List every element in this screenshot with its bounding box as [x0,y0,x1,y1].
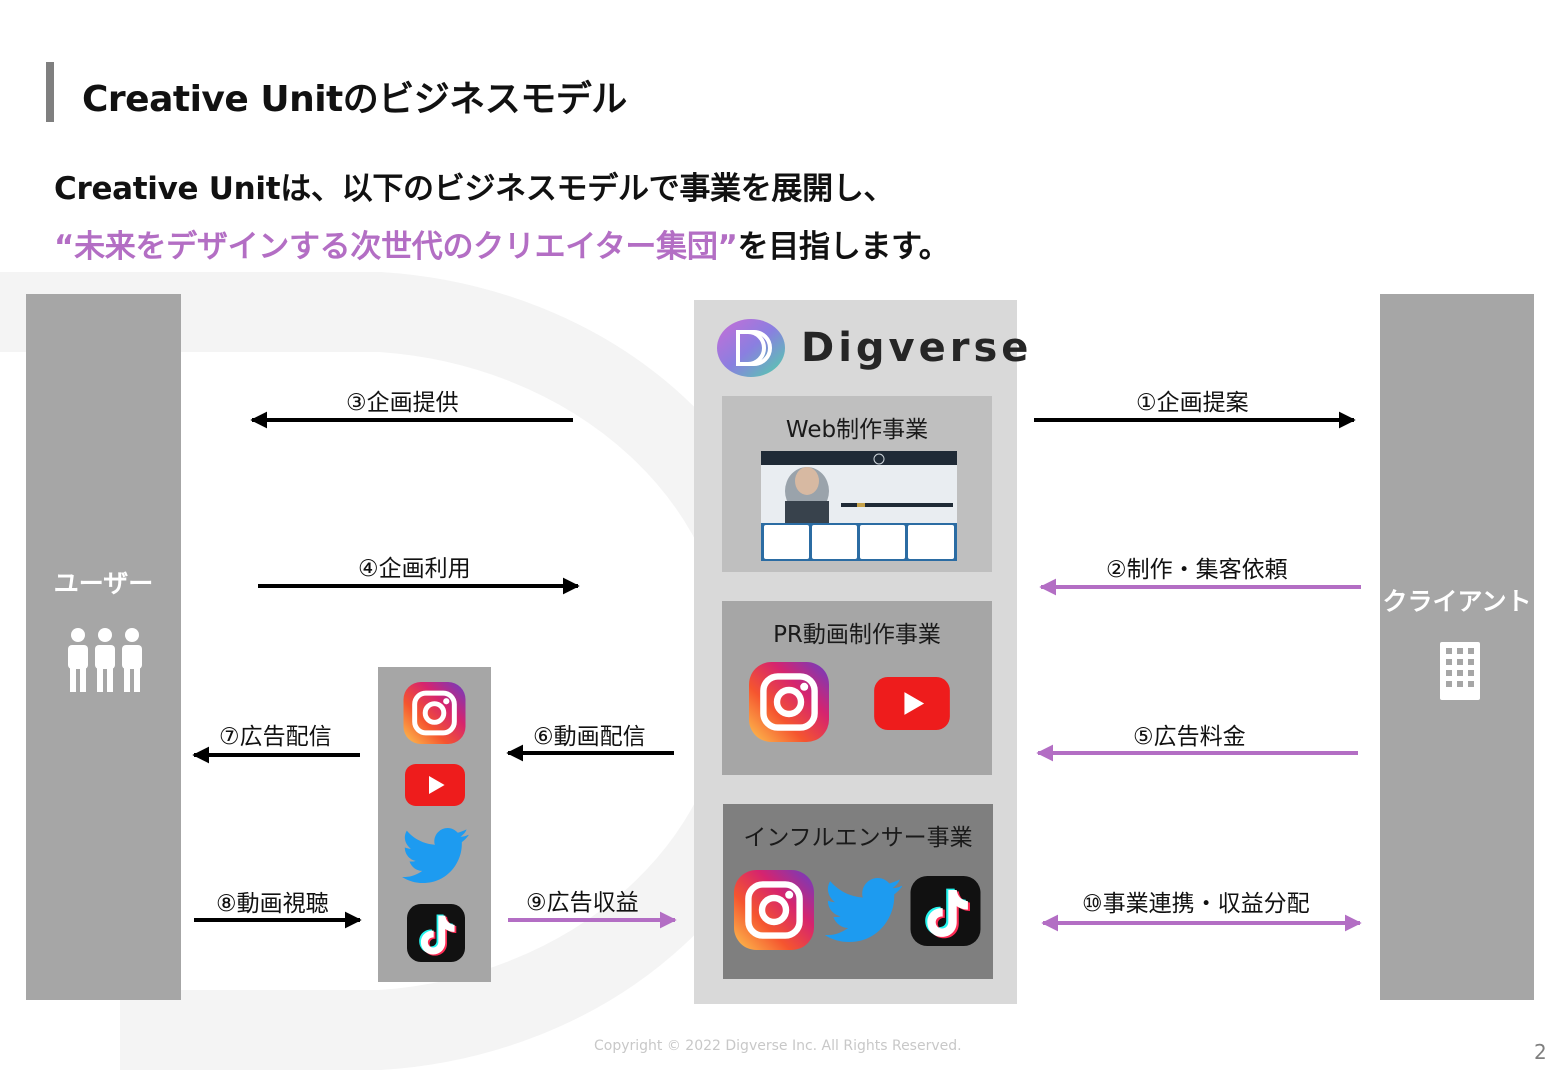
title-accent-bar [46,62,54,122]
flow-label-f10: ⑩事業連携・収益分配 [1082,891,1310,917]
flow-label-f1: ①企画提案 [1136,390,1249,416]
youtube-icon [405,764,465,806]
flow-label-f4: ④企画利用 [358,556,471,582]
flow-label-f9: ⑨広告収益 [526,890,639,916]
tiktok-icon [407,904,465,962]
flow-label-f2: ②制作・集客依頼 [1106,557,1288,583]
twitter-icon [402,828,469,883]
flow-label-f3: ③企画提供 [346,390,459,416]
intro-line-2: “未来をデザインする次世代のクリエイター集団”を目指します。 [54,218,950,276]
page-title: Creative Unitのビジネスモデル [82,79,627,120]
youtube-icon [874,677,950,730]
flow-label-f7: ⑦広告配信 [219,724,332,750]
website-screenshot-graphic [761,451,957,561]
instagram-icon [731,870,817,950]
page-number: 2 [1534,1040,1547,1064]
instagram-icon [746,662,832,742]
twitter-icon [824,878,903,942]
client-column: クライアント [1380,294,1534,1000]
copyright-text: Copyright © 2022 Digverse Inc. All Right… [594,1038,962,1054]
user-column: ユーザー [26,294,181,1000]
tiktok-icon [910,876,981,946]
client-label: クライアント [1382,587,1532,616]
intro-line-1: Creative Unitは、以下のビジネスモデルで事業を展開し、 [54,171,895,207]
pr-video-business-title: PR動画制作事業 [773,622,941,648]
digverse-logo-icon [717,319,785,377]
building-icon [1440,642,1480,700]
digverse-logo-text: Digverse [801,325,1033,371]
influencer-business-title: インフルエンサー事業 [743,825,973,851]
web-business-title: Web制作事業 [785,417,929,443]
website-screenshot [761,451,957,561]
flow-label-f8: ⑧動画視聴 [216,891,329,917]
user-label: ユーザー [53,569,154,598]
intro-accent: “未来をデザインする次世代のクリエイター集団” [54,229,738,265]
intro-text: Creative Unitは、以下のビジネスモデルで事業を展開し、 “未来をデザ… [54,160,950,276]
people-icon [68,628,142,692]
flow-label-f5: ⑤広告料金 [1133,724,1246,750]
instagram-icon [401,682,468,744]
flow-label-f6: ⑥動画配信 [533,724,646,750]
intro-tail: を目指します。 [737,229,950,265]
